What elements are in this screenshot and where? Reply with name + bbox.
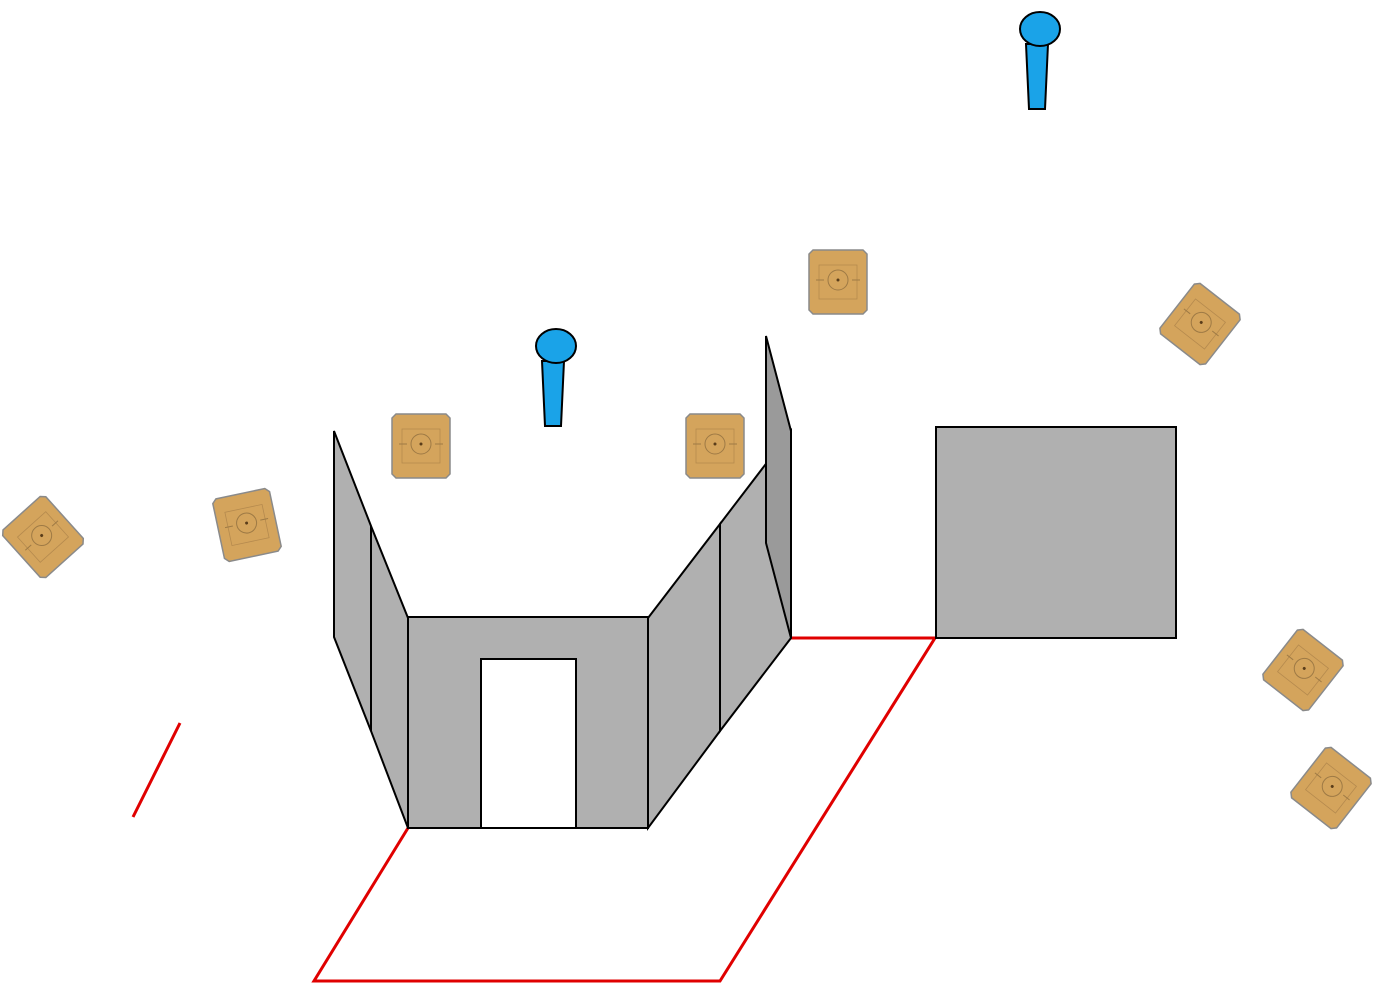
target-icon xyxy=(1287,744,1373,832)
target-icon xyxy=(685,413,745,479)
fault-line-left xyxy=(131,722,182,818)
wall-panel-front xyxy=(407,616,649,829)
doorway xyxy=(480,658,577,829)
target-icon xyxy=(0,493,87,581)
fault-line-stage-boundary xyxy=(311,636,938,983)
wall-panel-left xyxy=(333,430,409,829)
barricade xyxy=(935,426,1177,639)
target-icon xyxy=(1156,280,1244,368)
shooters xyxy=(535,11,1061,427)
target-icon xyxy=(211,486,283,564)
wall-panel-right xyxy=(647,335,792,832)
target-icon xyxy=(391,413,451,479)
shooter-icon xyxy=(1019,11,1061,110)
target-icon xyxy=(808,249,868,315)
shooter-icon xyxy=(535,328,577,427)
target-icon xyxy=(1259,626,1347,714)
fault-line xyxy=(131,636,938,983)
